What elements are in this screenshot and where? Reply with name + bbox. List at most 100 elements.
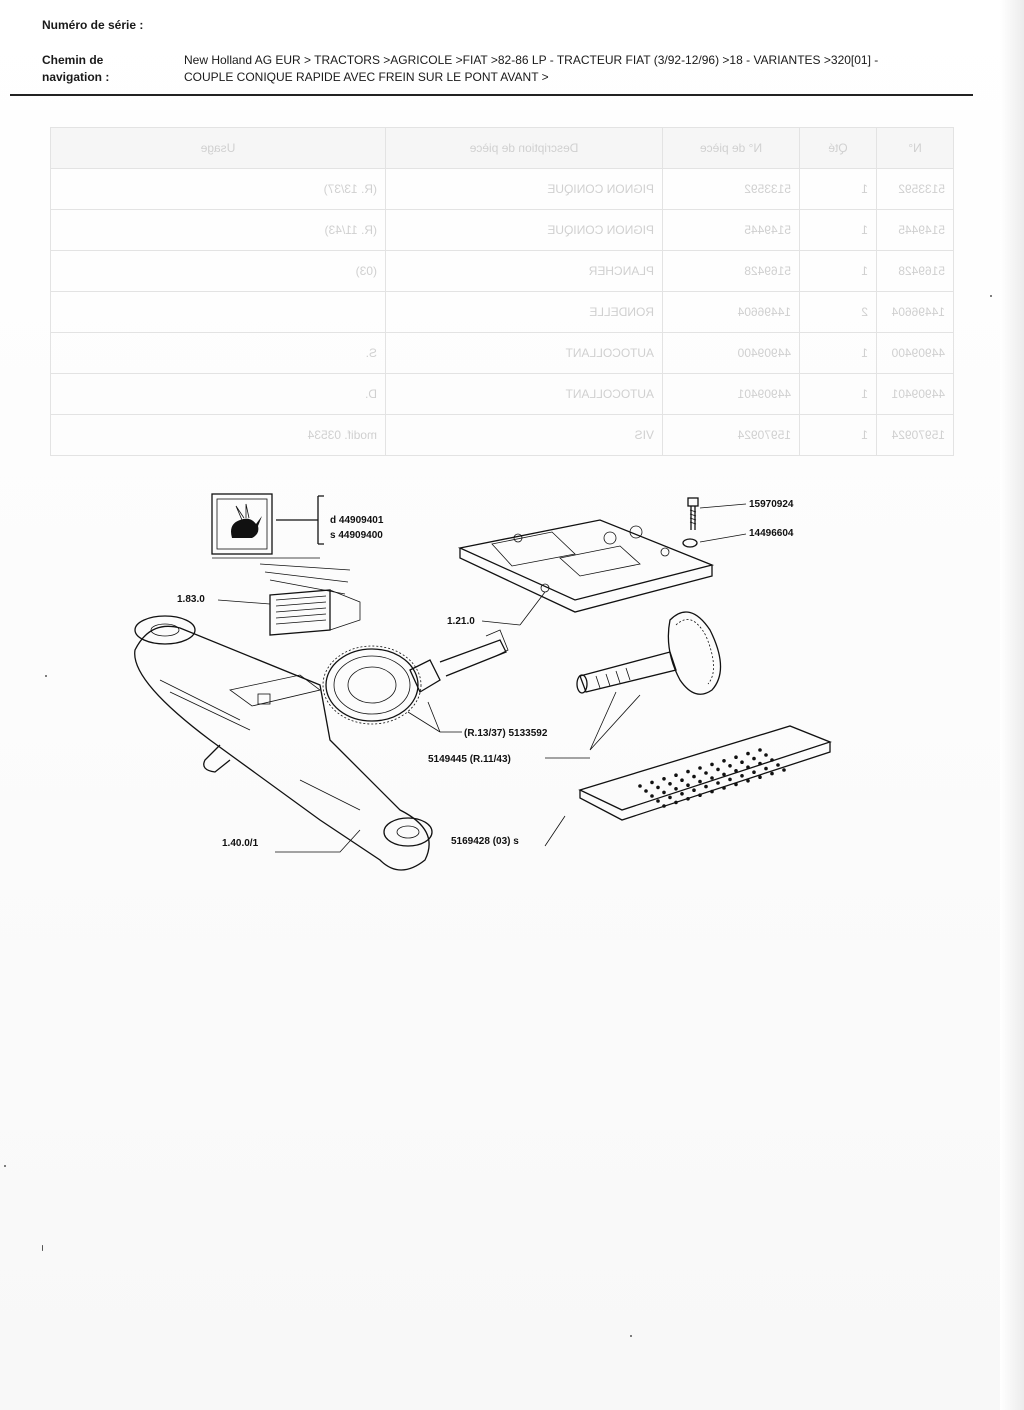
floor-plate-hole	[656, 785, 660, 790]
floor-plate-hole	[776, 763, 780, 767]
ghost-table-cell: 44909401	[876, 373, 954, 415]
ghost-col-qty: Qté	[799, 127, 877, 169]
floor-plate-hole	[680, 792, 684, 796]
floor-plate-hole	[710, 776, 714, 780]
scan-edge-shadow	[1000, 0, 1024, 1410]
ghost-col-part-number: N° de pièce	[662, 127, 800, 169]
pinion-shaft-1	[409, 629, 509, 693]
navigation-path-label: Chemin de navigation :	[42, 52, 142, 86]
ref-label-floor: 5169428 (03) s	[451, 836, 519, 847]
floor-plate-hole	[710, 789, 714, 794]
floor-plate-hole	[746, 751, 750, 756]
floor-plate-hole	[734, 755, 738, 759]
floor-plate-holes	[638, 748, 786, 808]
ghost-table-cell: 5169428	[662, 250, 800, 292]
scan-speck	[990, 295, 992, 297]
floor-plate-hole	[656, 799, 660, 803]
floor-plate-hole	[752, 756, 756, 761]
ghost-table-cell: 1	[799, 332, 877, 374]
ghost-table-cell: RONDELLE	[385, 291, 663, 333]
ref-label-pinion-2: 5149445 (R.11/43)	[428, 754, 511, 765]
navigation-path: New Holland AG EUR > TRACTORS >AGRICOLE …	[184, 52, 924, 86]
floor-plate-hole	[716, 781, 720, 785]
ref-label-pinion-1: (R.13/37) 5133592	[464, 728, 548, 739]
floor-plate-hole	[728, 764, 732, 768]
floor-plate-hole	[686, 783, 690, 787]
decal-left-label: s 44909400	[330, 530, 383, 541]
floor-plate-hole	[710, 762, 714, 767]
ghost-table-cell: VIS	[385, 414, 663, 456]
floor-plate-hole	[704, 771, 708, 775]
floor-plate-hole	[674, 800, 678, 805]
ghost-table-cell: AUTOCOLLANT	[385, 373, 663, 415]
rabbit-icon	[231, 516, 262, 538]
washer	[682, 538, 698, 548]
floor-plate-hole	[758, 761, 762, 766]
ghost-table-cell	[50, 291, 386, 333]
crown-wheel-1	[322, 645, 422, 725]
ghost-table-cell: 1	[799, 373, 877, 415]
ghost-table-cell: 5149445	[876, 209, 954, 251]
floor-plate-hole	[782, 768, 786, 772]
washer-ref-label: 14496604	[749, 528, 794, 539]
front-axle-housing	[134, 615, 433, 871]
floor-plate-hole	[662, 777, 666, 781]
floor-plate-hole	[740, 760, 744, 764]
ghost-table-cell: 1	[799, 168, 877, 210]
floor-plate-hole	[680, 778, 684, 782]
ref-label-axle: 1.40.0/1	[222, 838, 259, 849]
ghost-table-cell: 44909400	[876, 332, 954, 374]
header-divider	[10, 94, 973, 96]
floor-plate-hole	[764, 753, 768, 757]
ghost-col-description: Description de pièce	[385, 127, 663, 169]
floor-plate-hole	[686, 769, 690, 774]
floor-plate-hole	[674, 773, 678, 777]
floor-plate-hole	[728, 777, 732, 782]
floor-plate-hole	[638, 784, 642, 788]
ghost-table-cell: 2	[799, 291, 877, 333]
floor-plate-hole	[746, 765, 750, 769]
floor-plate-hole	[716, 767, 720, 772]
floor-plate-hole	[722, 759, 726, 763]
ghost-table-cell: (R. 13/37)	[50, 168, 386, 210]
floor-plate-hole	[770, 771, 774, 776]
floor-plate-hole	[662, 804, 666, 808]
scan-speck	[45, 675, 47, 677]
floor-plate-hole	[650, 780, 654, 785]
floor-plate-hole	[644, 789, 648, 793]
ghost-parts-table: N° Qté N° de pièce Description de pièce …	[50, 127, 954, 456]
floor-plate-hole	[704, 784, 708, 789]
ghost-table-cell: D.	[50, 373, 386, 415]
ghost-table-cell: PIGNON CONIQUE	[385, 209, 663, 251]
floor-plate-hole	[734, 769, 738, 773]
ghost-col-number: N°	[876, 127, 954, 169]
pinion-shaft-2	[576, 651, 677, 694]
floor-plate-hole	[698, 779, 702, 784]
floor-plate-hole	[764, 766, 768, 771]
crown-wheel-2	[667, 611, 722, 695]
floor-plate-hole	[698, 793, 702, 797]
ghost-table-cell: 14496604	[876, 291, 954, 333]
screw	[687, 497, 699, 530]
ghost-table-cell: (R. 11/43)	[50, 209, 386, 251]
scan-speck	[42, 1245, 43, 1251]
floor-plate-hole	[722, 786, 726, 790]
rabbit-decal	[211, 493, 273, 555]
floor-plate-hole	[722, 772, 726, 777]
ghost-table-cell: AUTOCOLLANT	[385, 332, 663, 374]
floor-plate-hole	[758, 748, 762, 752]
navigation-path-label-line2: navigation :	[42, 70, 110, 84]
floor-plate-hole	[668, 782, 672, 786]
ghost-col-usage: Usage	[50, 127, 386, 169]
floor-plate-hole	[692, 774, 696, 779]
ghost-table-cell: 5133592	[662, 168, 800, 210]
serial-number-label: Numéro de série :	[42, 18, 144, 32]
floor-plate-hole	[650, 794, 654, 798]
ghost-table-cell: 15970924	[662, 414, 800, 456]
